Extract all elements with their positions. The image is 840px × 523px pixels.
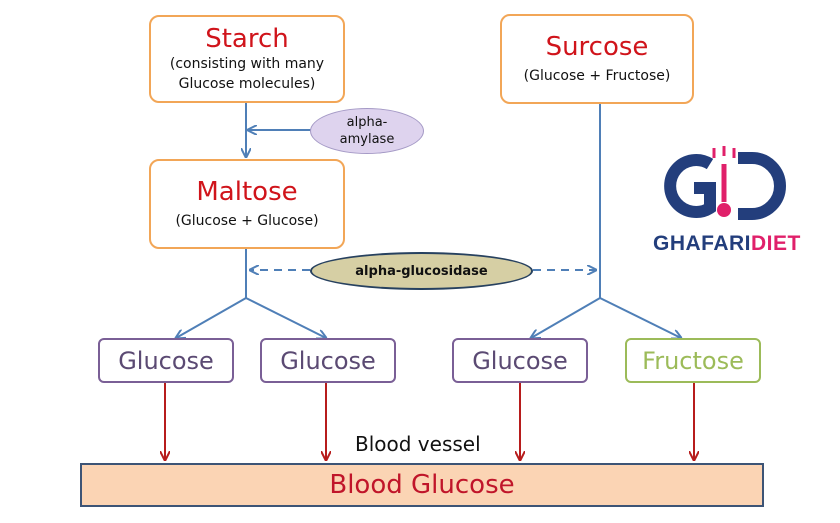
ghafaridiet-logo-icon [664, 146, 786, 220]
starch-title: Starch [205, 24, 289, 54]
fructose-label: Fructose [642, 346, 744, 375]
blood-vessel-label: Blood vessel [355, 432, 481, 456]
starch-subtitle-line1: (consisting with many [169, 56, 325, 72]
glucose-label-3: Glucose [472, 346, 568, 375]
fructose-box: Fructose [625, 338, 761, 383]
glucose-box-1: Glucose [98, 338, 234, 383]
maltose-subtitle: (Glucose + Glucose) [175, 213, 319, 229]
maltose-branch-right [245, 297, 326, 338]
surcose-branch-right [599, 297, 681, 338]
alpha-amylase-label-line1: alpha- [346, 115, 388, 130]
logo-text-ghafari: GHAFARI [653, 232, 751, 255]
alpha-amylase-ellipse: alpha- amylase [310, 108, 424, 154]
surcose-title: Surcose [545, 32, 649, 62]
glucose-label-2: Glucose [280, 346, 376, 375]
alpha-glucosidase-ellipse: alpha-glucosidase [310, 252, 533, 290]
maltose-box: Maltose (Glucose + Glucose) [149, 159, 345, 249]
surcose-box: Surcose (Glucose + Fructose) [500, 14, 694, 104]
glucose-box-3: Glucose [452, 338, 588, 383]
glucose-box-2: Glucose [260, 338, 396, 383]
maltose-branch-left [176, 297, 247, 338]
blood-glucose-label: Blood Glucose [329, 470, 515, 500]
blood-glucose-bar: Blood Glucose [80, 463, 764, 507]
starch-box: Starch (consisting with many Glucose mol… [149, 15, 345, 103]
starch-subtitle-line2: Glucose molecules) [178, 76, 316, 92]
surcose-branch-left [531, 297, 601, 338]
logo-wordmark: GHAFARIDIET [653, 232, 801, 256]
glucose-label-1: Glucose [118, 346, 214, 375]
alpha-amylase-label-line2: amylase [339, 132, 395, 147]
maltose-title: Maltose [196, 177, 298, 207]
logo-text-diet: DIET [751, 232, 801, 255]
surcose-subtitle: (Glucose + Fructose) [523, 68, 671, 84]
alpha-glucosidase-label: alpha-glucosidase [355, 263, 488, 279]
